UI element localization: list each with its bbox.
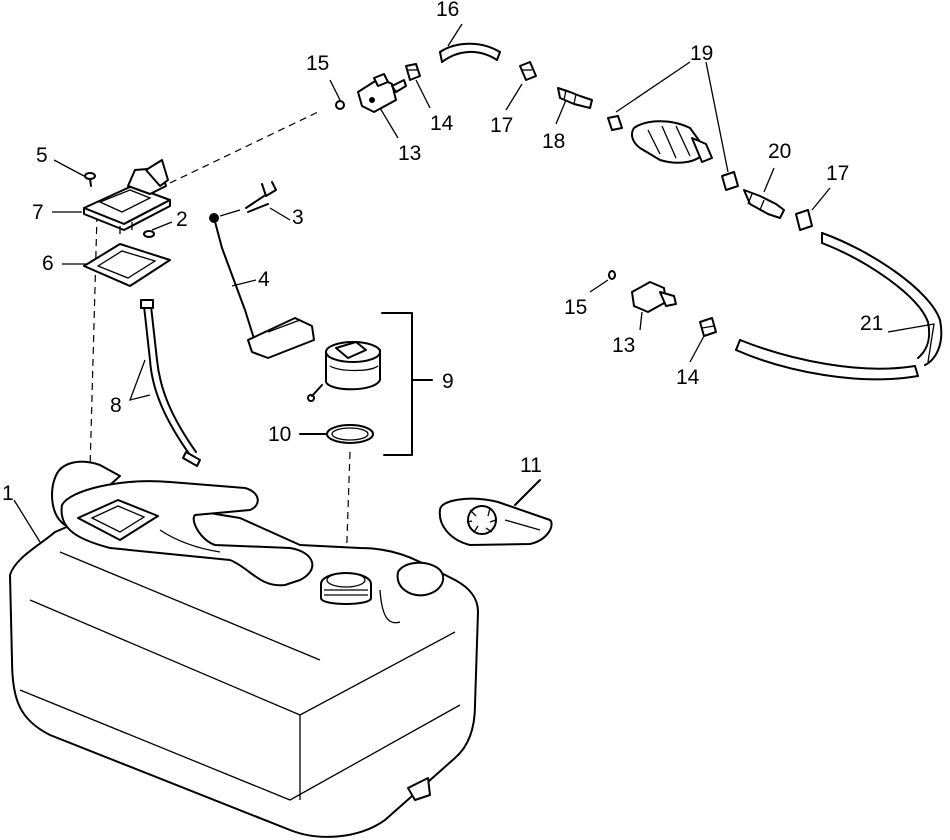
callout-3: 3: [292, 206, 304, 229]
clip-3: [245, 181, 277, 213]
screw-5: [84, 172, 96, 187]
callout-13-top: 13: [398, 142, 421, 165]
callout-14-top: 14: [430, 112, 454, 135]
callout-10: 10: [268, 423, 291, 446]
callout-19: 19: [690, 42, 713, 65]
callout-17-left: 17: [490, 114, 513, 137]
callout-4: 4: [258, 268, 270, 291]
callout-20: 20: [768, 140, 791, 163]
decal-plate-11: [438, 479, 553, 546]
callout-14-bottom: 14: [676, 366, 700, 389]
callout-16: 16: [436, 0, 459, 21]
callout-11: 11: [520, 454, 542, 477]
callout-13-bottom: 13: [612, 334, 635, 357]
fuel-tank: [9, 460, 479, 838]
callout-18: 18: [542, 130, 565, 153]
fuel-hose-21: [735, 232, 943, 381]
gauge-9: [307, 312, 433, 456]
gasket-6: [83, 243, 171, 287]
fuel-line-upper: [335, 42, 813, 231]
callout-7: 7: [32, 201, 44, 224]
callout-21: 21: [860, 312, 883, 335]
fuel-line-lower: [608, 270, 717, 337]
leader-lines: [13, 23, 935, 543]
pickup-assembly-7: [83, 159, 171, 234]
callout-17-right: 17: [826, 162, 849, 185]
callout-2: 2: [176, 208, 188, 231]
o-ring-10: [299, 424, 374, 444]
pickup-tube-8: [140, 299, 201, 467]
callout-6: 6: [42, 252, 54, 275]
callout-15-top: 15: [306, 52, 329, 75]
callout-15-bottom: 15: [564, 296, 587, 319]
o-ring-2: [143, 230, 155, 238]
callout-5: 5: [36, 144, 48, 167]
callout-8: 8: [110, 394, 122, 417]
callout-labels: 1 2 3 4 5 6 7 8 9 10 11 13 13 14 14 15 1…: [2, 0, 883, 505]
float-arm-4: [209, 209, 315, 359]
callout-1: 1: [2, 482, 14, 505]
callout-9: 9: [442, 370, 454, 393]
